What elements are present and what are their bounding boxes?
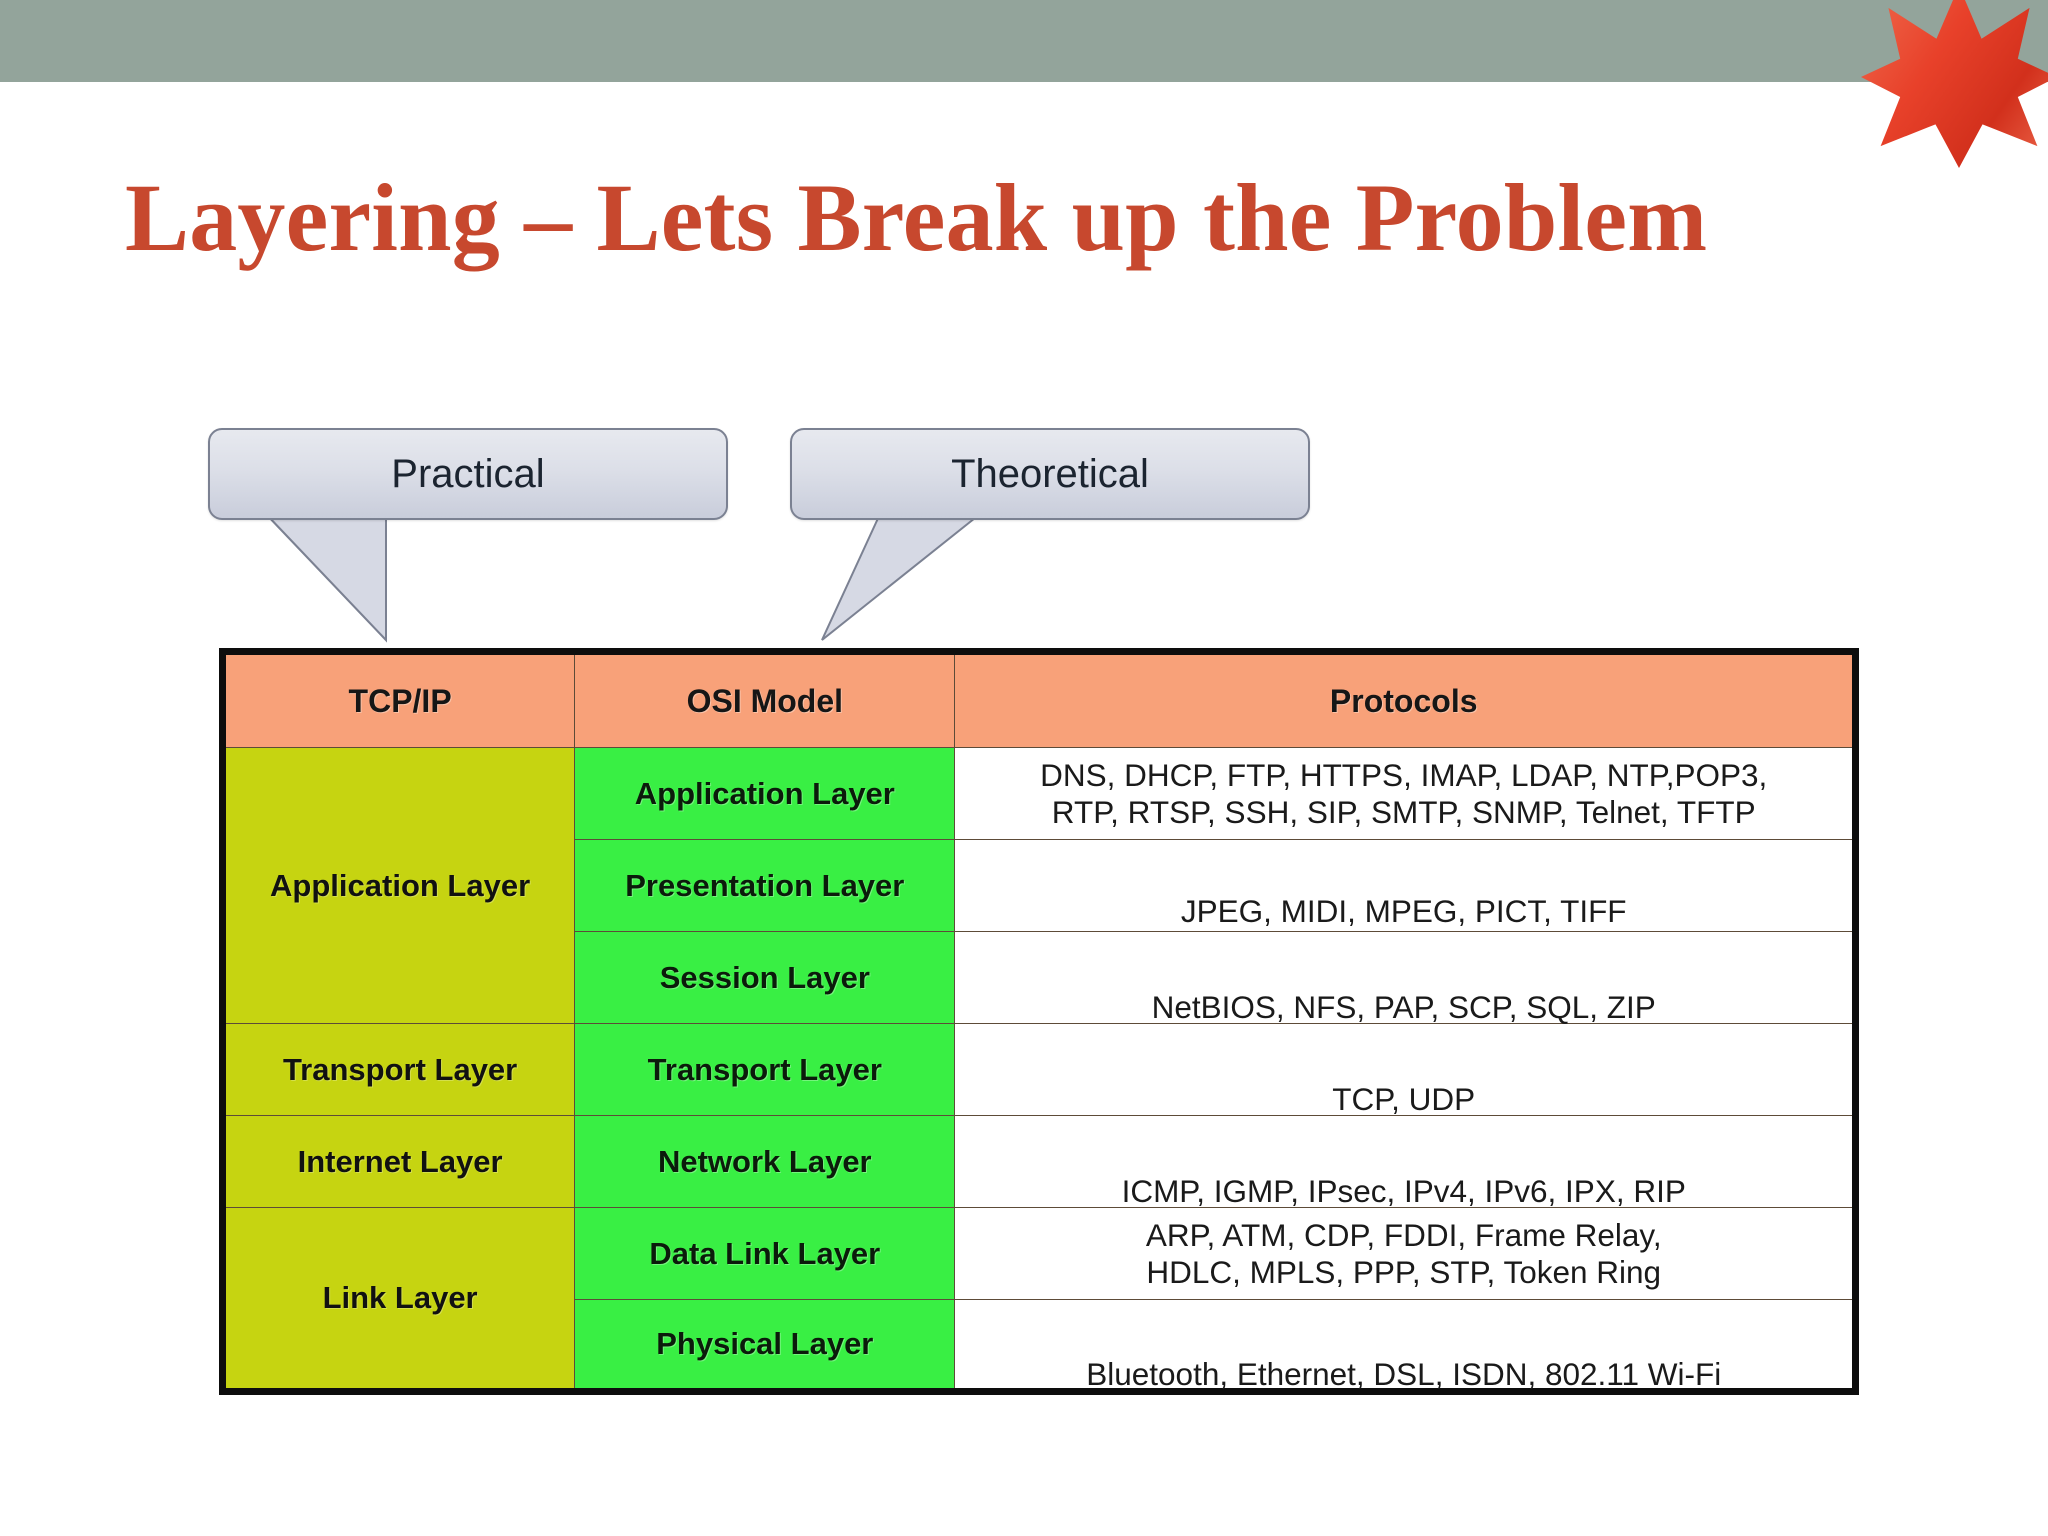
table-row: Link Layer Data Link Layer ARP, ATM, CDP… bbox=[221, 1207, 1856, 1392]
protocols-line-1: ICMP, IGMP, IPsec, IPv4, IPv6, IPX, RIP bbox=[1121, 1173, 1686, 1210]
cell-osi-network-layer: Network Layer bbox=[574, 1115, 956, 1208]
cell-protocols-network-layer: ICMP, IGMP, IPsec, IPv4, IPv6, IPX, RIP bbox=[954, 1115, 1856, 1210]
callout-theoretical[interactable]: Theoretical bbox=[790, 428, 1310, 648]
protocols-line-1: TCP, UDP bbox=[1332, 1081, 1476, 1118]
table-row: Internet Layer Network Layer ICMP, IGMP,… bbox=[221, 1115, 1856, 1210]
cell-protocols-data-link-layer: ARP, ATM, CDP, FDDI, Frame Relay, HDLC, … bbox=[954, 1207, 1856, 1300]
protocols-line-1: NetBIOS, NFS, PAP, SCP, SQL, ZIP bbox=[1151, 989, 1656, 1026]
callout-tail-practical bbox=[263, 513, 387, 643]
protocols-line-1: DNS, DHCP, FTP, HTTPS, IMAP, LDAP, NTP,P… bbox=[1040, 756, 1768, 793]
cell-osi-presentation-layer: Presentation Layer bbox=[574, 839, 956, 932]
protocols-line-2: HDLC, MPLS, PPP, STP, Token Ring bbox=[1146, 1253, 1662, 1290]
cell-protocols-transport-layer: TCP, UDP bbox=[954, 1023, 1856, 1118]
cell-protocols-application-layer: DNS, DHCP, FTP, HTTPS, IMAP, LDAP, NTP,P… bbox=[954, 747, 1856, 840]
callout-theoretical-bubble: Theoretical bbox=[790, 428, 1310, 520]
protocols-line-1: JPEG, MIDI, MPEG, PICT, TIFF bbox=[1180, 893, 1627, 930]
cell-tcpip-transport-layer: Transport Layer bbox=[221, 1023, 576, 1116]
callout-practical-bubble: Practical bbox=[208, 428, 728, 520]
cell-protocols-presentation-layer: JPEG, MIDI, MPEG, PICT, TIFF bbox=[954, 839, 1856, 932]
cell-protocols-physical-layer: Bluetooth, Ethernet, DSL, ISDN, 802.11 W… bbox=[954, 1299, 1856, 1392]
table-row: Application Layer Application Layer DNS,… bbox=[221, 747, 1856, 1024]
cell-tcpip-internet-layer: Internet Layer bbox=[221, 1115, 576, 1208]
cell-osi-transport-layer: Transport Layer bbox=[574, 1023, 956, 1116]
table-row: Session Layer NetBIOS, NFS, PAP, SCP, SQ… bbox=[223, 931, 1856, 1026]
callout-theoretical-label: Theoretical bbox=[951, 451, 1149, 496]
page-title: Layering – Lets Break up the Problem bbox=[125, 164, 1708, 271]
cell-osi-session-layer: Session Layer bbox=[574, 931, 956, 1024]
table-row: Physical Layer Bluetooth, Ethernet, DSL,… bbox=[223, 1299, 1856, 1392]
table-header-row: TCP/IP OSI Model Protocols bbox=[221, 651, 1856, 748]
column-header-tcpip: TCP/IP bbox=[221, 651, 576, 748]
osi-tcpip-protocol-table: TCP/IP OSI Model Protocols Application L… bbox=[219, 648, 1859, 1395]
cell-osi-physical-layer: Physical Layer bbox=[574, 1299, 956, 1392]
column-header-osi-model: OSI Model bbox=[574, 651, 956, 748]
table-row: Transport Layer Transport Layer TCP, UDP bbox=[221, 1023, 1856, 1118]
table-row: Presentation Layer JPEG, MIDI, MPEG, PIC… bbox=[223, 839, 1856, 932]
callout-practical-label: Practical bbox=[391, 451, 545, 496]
cell-osi-data-link-layer: Data Link Layer bbox=[574, 1207, 956, 1300]
cell-tcpip-application-layer: Application Layer bbox=[221, 747, 576, 1024]
protocols-line-1: ARP, ATM, CDP, FDDI, Frame Relay, bbox=[1145, 1216, 1662, 1253]
cell-osi-application-layer: Application Layer bbox=[574, 747, 956, 840]
protocols-line-2: RTP, RTSP, SSH, SIP, SMTP, SNMP, Telnet,… bbox=[1051, 793, 1756, 830]
protocols-line-1: Bluetooth, Ethernet, DSL, ISDN, 802.11 W… bbox=[1086, 1355, 1722, 1392]
callout-practical[interactable]: Practical bbox=[208, 428, 728, 648]
cell-tcpip-link-layer: Link Layer bbox=[221, 1207, 576, 1392]
column-header-protocols: Protocols bbox=[954, 651, 1856, 748]
top-decorative-band bbox=[0, 0, 2048, 82]
cell-protocols-session-layer: NetBIOS, NFS, PAP, SCP, SQL, ZIP bbox=[954, 931, 1856, 1026]
